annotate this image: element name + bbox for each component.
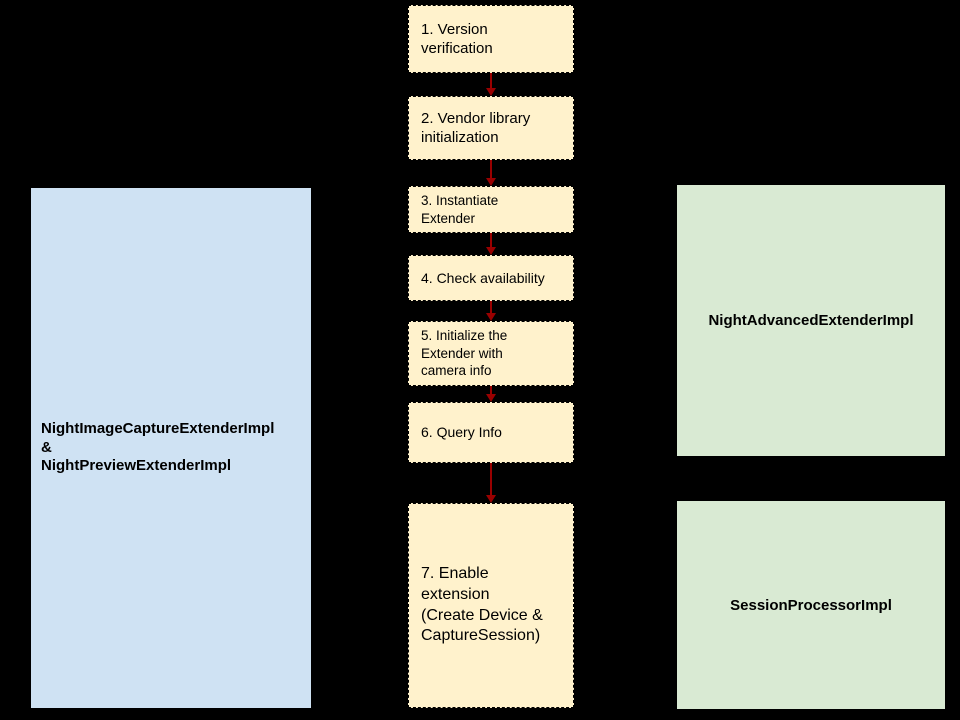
arrow-shaft xyxy=(490,73,492,90)
arrow-step1-to-step2-icon xyxy=(484,73,498,96)
arrow-step3-to-step4-icon xyxy=(484,233,498,255)
arrow-shaft xyxy=(490,233,492,249)
arrow-shaft xyxy=(490,386,492,396)
arrow-shaft xyxy=(490,463,492,497)
step-2-vendor-library-initialization-box: 2. Vendor library initialization xyxy=(408,96,574,160)
arrowhead-down-icon xyxy=(486,247,496,255)
arrow-step4-to-step5-icon xyxy=(484,301,498,321)
step-6-label: 6. Query Info xyxy=(421,424,502,441)
night-image-capture-extender-box: NightImageCaptureExtenderImpl & NightPre… xyxy=(31,188,311,708)
arrow-shaft xyxy=(490,301,492,315)
step-4-check-availability-box: 4. Check availability xyxy=(408,255,574,301)
arrowhead-down-icon xyxy=(486,178,496,186)
step-4-label: 4. Check availability xyxy=(421,269,545,286)
arrow-step5-to-step6-icon xyxy=(484,386,498,402)
step-3-label: 3. Instantiate Extender xyxy=(421,192,499,226)
arrow-step2-to-step3-icon xyxy=(484,160,498,186)
night-advanced-extender-label: NightAdvancedExtenderImpl xyxy=(708,312,914,329)
step-1-version-verification-box: 1. Version verification xyxy=(408,5,574,73)
session-processor-box: SessionProcessorImpl xyxy=(677,501,945,709)
arrowhead-down-icon xyxy=(486,88,496,96)
night-advanced-extender-box: NightAdvancedExtenderImpl xyxy=(677,185,945,456)
arrowhead-down-icon xyxy=(486,394,496,402)
step-2-label: 2. Vendor library initialization xyxy=(421,109,531,147)
step-3-instantiate-extender-box: 3. Instantiate Extender xyxy=(408,186,574,233)
step-6-query-info-box: 6. Query Info xyxy=(408,402,574,463)
session-processor-label: SessionProcessorImpl xyxy=(730,596,892,614)
step-7-label: 7. Enable extension (Create Device & Cap… xyxy=(421,564,543,645)
arrowhead-down-icon xyxy=(486,495,496,503)
step-5-initialize-extender-box: 5. Initialize the Extender with camera i… xyxy=(408,321,574,386)
night-image-capture-extender-label: NightImageCaptureExtenderImpl & NightPre… xyxy=(41,419,275,475)
step-1-label: 1. Version verification xyxy=(421,20,493,58)
arrow-shaft xyxy=(490,160,492,180)
step-5-label: 5. Initialize the Extender with camera i… xyxy=(421,328,508,379)
step-7-enable-extension-box: 7. Enable extension (Create Device & Cap… xyxy=(408,503,574,708)
arrow-step6-to-step7-icon xyxy=(484,463,498,503)
arrowhead-down-icon xyxy=(486,313,496,321)
